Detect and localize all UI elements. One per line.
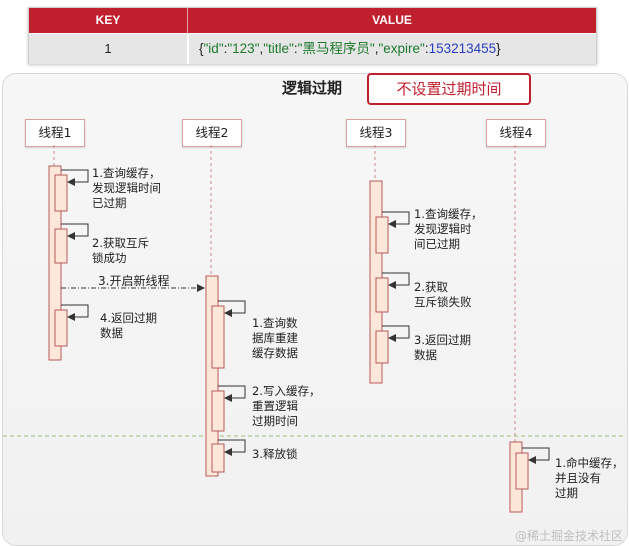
json-value-expire: 153213455	[428, 41, 497, 56]
t2-step3-arrow	[218, 439, 246, 456]
json-close-brace: }	[496, 41, 501, 56]
t4-step1-arrow	[522, 447, 550, 464]
thread-1-header: 线程1	[25, 119, 85, 147]
t2-step2-arrow	[218, 385, 246, 402]
json-value-title: "黑马程序员"	[297, 41, 375, 56]
thread-4-header: 线程4	[486, 119, 546, 147]
t1-step2-note: 2.获取互斥 锁成功	[92, 236, 149, 266]
table-header-row: KEY VALUE	[29, 8, 596, 33]
json-key-expire: "expire"	[378, 41, 425, 56]
t2-step1-block	[211, 305, 225, 369]
note-text: 4.返回过期 数据	[100, 311, 157, 340]
json-colon: :	[293, 41, 298, 56]
thread-2-header: 线程2	[182, 119, 242, 147]
t1-step4-note: 4.返回过期 数据	[100, 311, 157, 341]
t3-step3-note: 3.返回过期 数据	[414, 333, 471, 363]
t1-step4-block	[54, 309, 68, 347]
t3-step2-block	[375, 277, 389, 313]
t2-step1-arrow	[218, 300, 246, 317]
json-colon: :	[223, 41, 228, 56]
diagram-title: 逻辑过期	[282, 79, 343, 97]
t3-step1-block	[375, 216, 389, 254]
t3-step2-arrow	[382, 272, 410, 289]
watermark-text: @稀土掘金技术社区	[514, 529, 623, 543]
t3-step1-arrow	[382, 211, 410, 228]
t2-step3-note: 3.释放锁	[252, 447, 297, 462]
t1-step1-note: 1.查询缓存， 发现逻辑时间 已过期	[92, 166, 161, 211]
note-text: 2.写入缓存， 重置逻辑 过期时间	[252, 384, 321, 428]
t3-step3-arrow	[382, 325, 410, 342]
value-column-header: VALUE	[372, 13, 412, 27]
self-call-arrows	[61, 169, 550, 464]
note-text: 3.开启新线程	[98, 274, 170, 288]
json-open-brace: {	[199, 41, 204, 56]
t2-step1-note: 1.查询数 据库重建 缓存数据	[252, 316, 298, 361]
json-colon: :	[424, 41, 429, 56]
t4-step1-note: 1.命中缓存， 并且没有 过期	[555, 456, 623, 501]
t1-step1-arrow	[61, 169, 89, 186]
t2-step2-note: 2.写入缓存， 重置逻辑 过期时间	[252, 384, 320, 429]
json-comma: ,	[259, 41, 264, 56]
note-text: 3.释放锁	[252, 447, 298, 461]
key-column-header: KEY	[29, 8, 188, 33]
note-text: 2.获取互斥 锁成功	[92, 236, 149, 265]
note-text: 1.命中缓存， 并且没有 过期	[555, 456, 624, 500]
json-key-id: "id"	[203, 41, 224, 56]
json-value-id: "123"	[227, 41, 260, 56]
no-expire-badge: 不设置过期时间	[367, 73, 531, 105]
table-row: 1 {"id":"123","title":"黑马程序员","expire":1…	[29, 33, 596, 64]
note-text: 2.获取 互斥锁失败	[414, 280, 472, 309]
thread-3-header: 线程3	[346, 119, 406, 147]
note-text: 3.返回过期 数据	[414, 333, 471, 362]
self-call-blocks	[54, 174, 529, 490]
lifelines	[53, 145, 516, 442]
json-key-title: "title"	[263, 41, 294, 56]
t1-step2-block	[54, 228, 68, 264]
t3-step1-note: 1.查询缓存， 发现逻辑时 间已过期	[414, 207, 482, 252]
t1-step1-block	[54, 174, 68, 212]
t2-step3-block	[211, 443, 225, 473]
note-text: 1.查询缓存， 发现逻辑时间 已过期	[92, 166, 161, 210]
t1-step2-arrow	[61, 223, 89, 240]
t1-step3-note: 3.开启新线程	[98, 274, 169, 289]
t2-step2-block	[211, 390, 225, 432]
note-text: 1.查询数 据库重建 缓存数据	[252, 316, 298, 360]
key-value-table: KEY VALUE 1 {"id":"123","title":"黑马程序员",…	[28, 7, 597, 64]
note-text: 1.查询缓存， 发现逻辑时 间已过期	[414, 207, 483, 251]
json-comma: ,	[374, 41, 379, 56]
row-key-cell: 1	[29, 34, 189, 64]
t1-step4-arrow	[61, 304, 89, 321]
t4-step1-block	[515, 452, 529, 490]
t3-step3-block	[375, 330, 389, 364]
row-value-cell: {"id":"123","title":"黑马程序员","expire":153…	[199, 34, 594, 64]
t3-step2-note: 2.获取 互斥锁失败	[414, 280, 472, 310]
